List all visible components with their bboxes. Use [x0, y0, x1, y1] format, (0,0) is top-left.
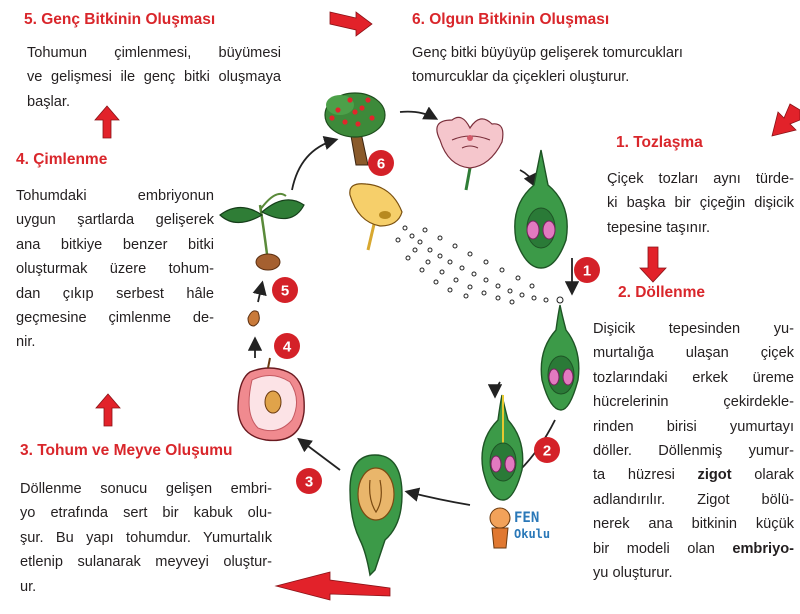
- red-arrow-down-icon: [639, 246, 667, 283]
- stage-5-text: Tohumun çimlenmesi, büyümesi ve gelişmes…: [27, 45, 281, 110]
- red-arrow-right-icon: [329, 11, 373, 37]
- pistil-pollen-icon: [540, 296, 580, 411]
- fruit-icon: [237, 357, 305, 442]
- svg-text:4: 4: [283, 339, 292, 356]
- tree-icon: [324, 92, 386, 166]
- stage-3-text: Döllenme sonucu gelişen embri- yo etrafı…: [20, 481, 272, 595]
- anther-icon: [349, 183, 403, 251]
- badge-6: 6: [368, 150, 394, 176]
- svg-text:1: 1: [583, 263, 591, 280]
- small-seed-icon: [247, 310, 260, 327]
- svg-text:5: 5: [281, 283, 289, 300]
- flower-icon: [436, 116, 504, 191]
- badge-5: 5: [272, 277, 298, 303]
- cycle-number-badges: 1 2 3 4 5 6: [272, 150, 600, 494]
- fen-okulu-logo: FEN Okulu: [489, 507, 550, 549]
- badge-3: 3: [296, 468, 322, 494]
- red-arrow-down-left-icon: [771, 103, 800, 137]
- stage-1-text: Çiçek tozları aynı türde- ki başka bir ç…: [607, 171, 794, 236]
- stage-6-title: 6. Olgun Bitkinin Oluşması: [412, 11, 610, 28]
- svg-text:6: 6: [377, 156, 385, 173]
- embriyo-line: bir modeli olan embriyo-: [593, 540, 794, 557]
- red-arrows: [94, 11, 800, 601]
- stage-1-title: 1. Tozlaşma: [616, 134, 703, 151]
- zigot-line: ta hüzresi zigot olarak: [593, 467, 794, 484]
- cycle-arrows: [247, 106, 580, 506]
- red-arrow-up-icon: [95, 393, 121, 427]
- fertilized-pistil-icon: [481, 394, 524, 501]
- pistil-icon: [514, 149, 568, 269]
- stage-5-title: 5. Genç Bitkinin Oluşması: [24, 11, 216, 28]
- svg-text:3: 3: [305, 474, 313, 491]
- stage-3-title: 3. Tohum ve Meyve Oluşumu: [20, 442, 233, 459]
- stage-4-title: 4. Çimlenme: [16, 151, 108, 168]
- badge-4: 4: [274, 333, 300, 359]
- stage-4-text: Tohumdaki embriyonun uygun şartlarda gel…: [16, 188, 214, 351]
- badge-2: 2: [534, 437, 560, 463]
- svg-text:Okulu: Okulu: [514, 527, 550, 541]
- stage-6-text: Genç bitki büyüyüp gelişerek tomurcuklar…: [412, 45, 683, 86]
- svg-text:2: 2: [543, 443, 551, 460]
- pollen-grains: [395, 225, 549, 305]
- seed-icon: [349, 454, 403, 577]
- stage-2-title: 2. Döllenme: [618, 284, 705, 301]
- stage-2-text: Dişicik tepesinden yu- murtalığa ulaşan …: [593, 321, 794, 582]
- badge-1: 1: [574, 257, 600, 283]
- seedling-icon: [219, 192, 305, 271]
- red-arrow-left-icon: [274, 571, 391, 601]
- red-arrow-up-icon-2: [94, 105, 120, 139]
- svg-text:FEN: FEN: [514, 510, 539, 526]
